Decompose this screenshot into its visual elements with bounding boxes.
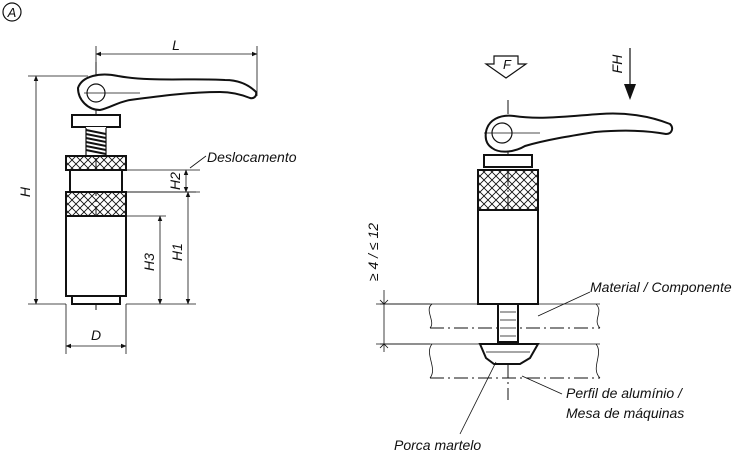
- plunger-sleeve-left: [69, 169, 123, 193]
- t-nut-leader: [459, 361, 497, 435]
- profile-label-line1: Perfil de alumínio /: [566, 385, 684, 401]
- profile-leader: [521, 375, 563, 395]
- spring-left: [85, 127, 107, 156]
- force-f-label: F: [503, 57, 512, 72]
- dim-h3-label: H3: [141, 253, 157, 271]
- dim-d-label: D: [91, 327, 101, 343]
- view-marker: A: [2, 2, 22, 22]
- view-marker-letter: A: [7, 5, 17, 20]
- threaded-body-left: [65, 215, 127, 297]
- dim-h1-label: H1: [169, 243, 185, 261]
- material-leader: [537, 291, 591, 317]
- knurl-ring-right: [477, 169, 539, 211]
- washer-right: [483, 154, 533, 168]
- force-f-arrow: F: [484, 55, 528, 79]
- knurl-ring-lower-left: [65, 191, 127, 217]
- displacement-leader: [189, 155, 207, 169]
- cam-lever-left: [76, 73, 258, 112]
- washer-left: [71, 114, 121, 128]
- view-installed: F FH: [365, 48, 732, 453]
- dim-thread-label: ≥ 4 / ≤ 12: [365, 223, 381, 281]
- cam-lever-right: [484, 112, 674, 153]
- material-label: Material / Componente: [590, 279, 732, 295]
- t-nut: [478, 343, 540, 365]
- view-a: A L: [2, 2, 297, 354]
- threaded-body-right: [477, 209, 539, 305]
- displacement-label: Deslocamento: [207, 149, 297, 165]
- knurl-ring-upper-left: [65, 155, 127, 171]
- dim-h-label: H: [17, 186, 33, 197]
- dim-l-label: L: [172, 37, 180, 53]
- plunger-tip-left: [71, 295, 121, 305]
- force-fh-arrow: FH: [609, 48, 636, 100]
- threaded-pin: [497, 303, 519, 343]
- force-fh-label: FH: [609, 54, 625, 74]
- profile-label-line2: Mesa de máquinas: [566, 405, 684, 421]
- dim-h2-label: H2: [167, 172, 183, 190]
- t-nut-label: Porca martelo: [394, 437, 481, 453]
